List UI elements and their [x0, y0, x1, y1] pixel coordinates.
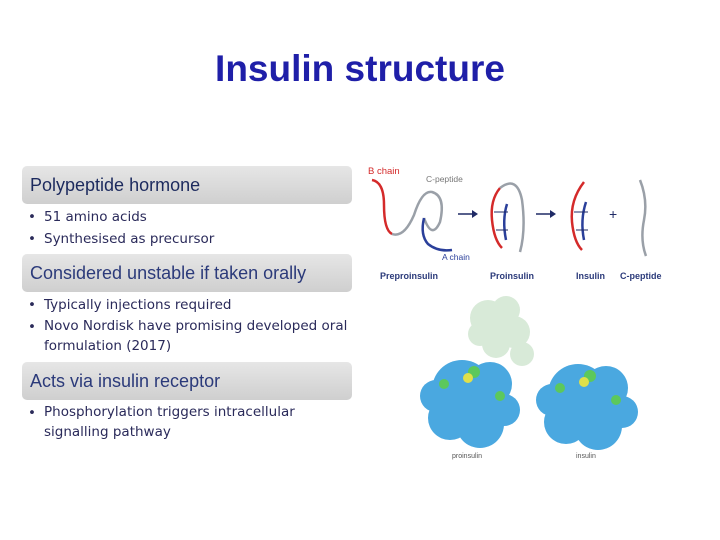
proinsulin-b-chain: [490, 187, 503, 249]
section-header-receptor: Acts via insulin receptor: [22, 362, 352, 400]
list-item: • Novo Nordisk have promising developed …: [28, 316, 348, 356]
bullet-text: Synthesised as precursor: [44, 231, 215, 247]
slide-title: Insulin structure: [215, 48, 505, 89]
bullet-dot: •: [28, 297, 36, 313]
bullet-dot: •: [28, 319, 36, 335]
list-item: • Synthesised as precursor: [28, 228, 348, 250]
bullet-list-1: • 51 amino acids • Synthesised as precur…: [28, 206, 348, 250]
bullet-list-2: • Typically injections required • Novo N…: [28, 294, 348, 356]
caption-proinsulin: Proinsulin: [490, 271, 534, 281]
c-peptide-label: C-peptide: [426, 174, 463, 184]
caption-insulin: Insulin: [576, 271, 605, 281]
bullet-dot: •: [28, 405, 36, 421]
section-header-unstable: Considered unstable if taken orally: [22, 254, 352, 292]
caption-preproinsulin: Preproinsulin: [380, 271, 438, 281]
arrow-head: [550, 210, 556, 218]
arrow-head: [472, 210, 478, 218]
bullet-text: Novo Nordisk have promising developed or…: [44, 318, 348, 354]
caption-c-peptide: C-peptide: [620, 271, 662, 281]
insulin-accent: [555, 370, 621, 405]
a-chain-label: A chain: [442, 252, 470, 262]
label-proinsulin: proinsulin: [452, 453, 482, 460]
preproinsulin-a-chain: [421, 217, 453, 252]
label-insulin: insulin: [576, 453, 596, 460]
list-item: • Typically injections required: [28, 294, 348, 316]
b-chain-label: B chain: [368, 166, 400, 177]
zinc-ion: [463, 373, 473, 383]
preproinsulin-c-peptide: [391, 190, 443, 236]
zinc-ion: [579, 377, 589, 387]
insulin-b-chain: [570, 181, 585, 251]
bullet-text: 51 amino acids: [44, 209, 147, 225]
free-c-peptide: [638, 179, 648, 257]
list-item: • 51 amino acids: [28, 206, 348, 228]
insulin-structure-image: proinsulin insulin: [420, 296, 638, 460]
preproinsulin-b-chain: [371, 178, 393, 236]
plus-sign: +: [609, 206, 617, 222]
insulin-a-chain: [581, 201, 588, 241]
bullet-dot: •: [28, 209, 36, 225]
bullet-dot: •: [28, 231, 36, 247]
proinsulin-c-peptide: [499, 182, 525, 253]
bullet-text: Phosphorylation triggers intracellular s…: [44, 404, 295, 440]
insulin-hexamer-surface: [536, 364, 638, 450]
bullet-list-3: • Phosphorylation triggers intracellular…: [28, 402, 348, 442]
cpeptide-surface: [468, 296, 534, 366]
section-header-polypeptide: Polypeptide hormone: [22, 166, 352, 204]
proinsulin-a-chain: [503, 203, 509, 241]
bullet-text: Typically injections required: [44, 297, 232, 313]
insulin-processing-diagram: B chain C-peptide A chain + Preproinsuli…: [368, 166, 662, 281]
list-item: • Phosphorylation triggers intracellular…: [28, 402, 348, 442]
